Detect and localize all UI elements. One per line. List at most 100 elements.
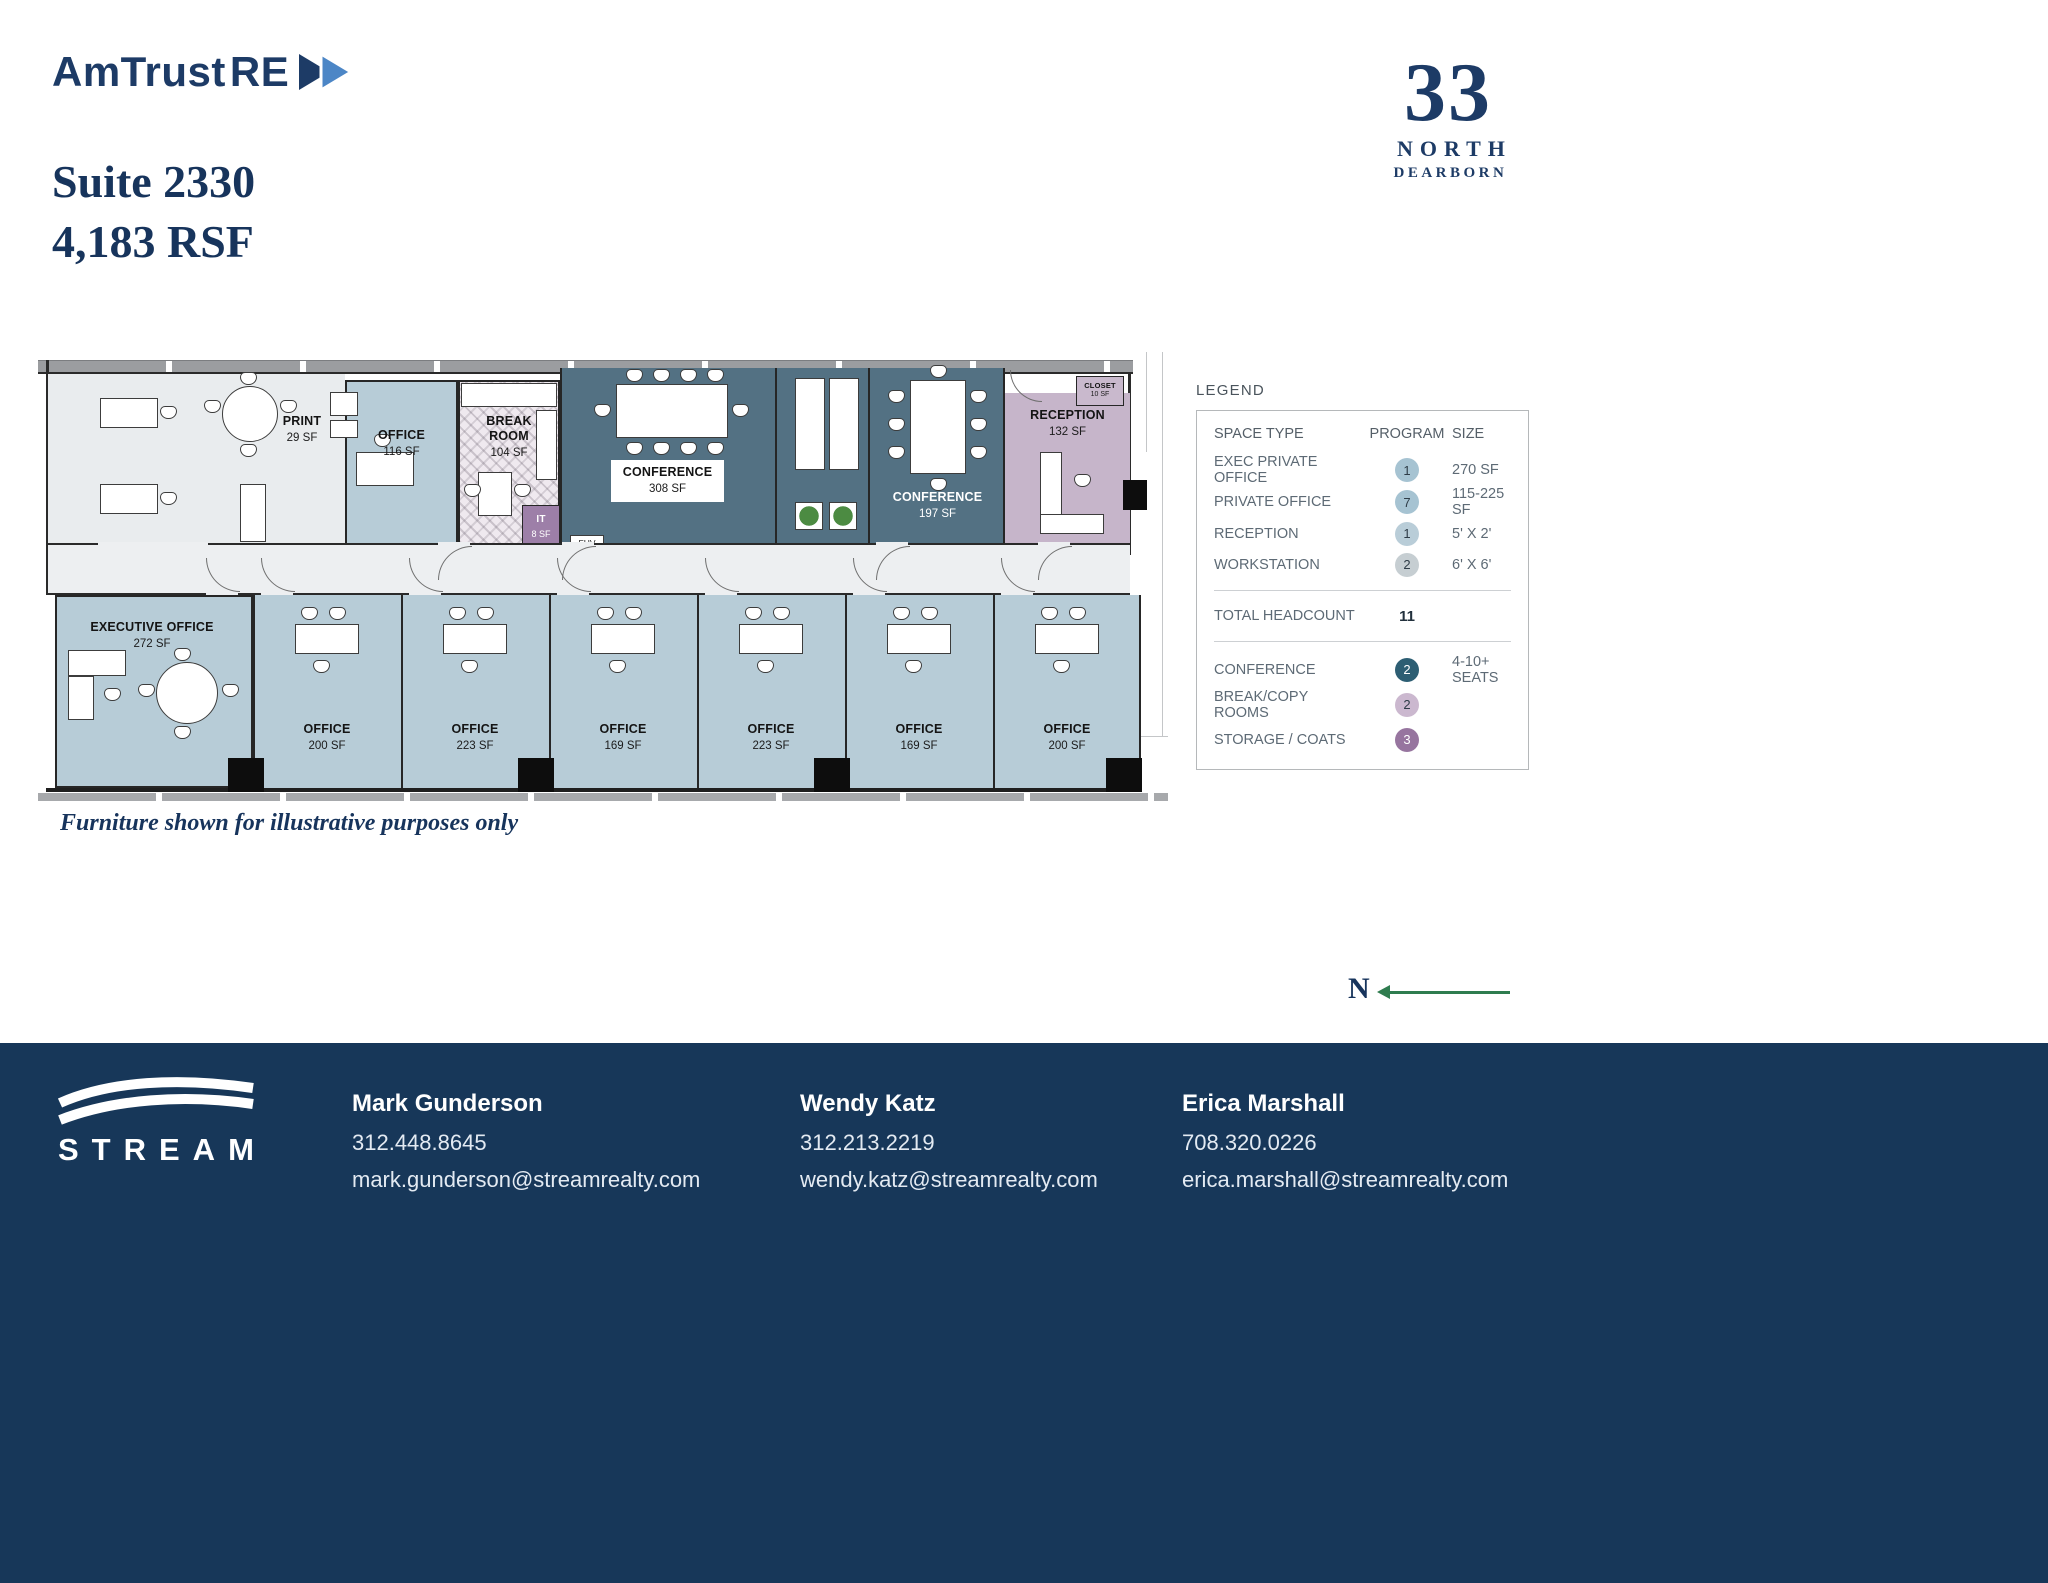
legend-size: 270 SF bbox=[1452, 462, 1499, 478]
room-size: 29 SF bbox=[286, 432, 318, 444]
room-size: 200 SF bbox=[1048, 740, 1086, 752]
room-name: IT bbox=[536, 514, 546, 525]
room-name: OFFICE bbox=[1043, 722, 1091, 736]
building-number: 33 bbox=[1404, 46, 1492, 139]
legend-space-type: RECEPTION bbox=[1214, 525, 1299, 542]
room-closet bbox=[1076, 376, 1124, 406]
north-arrow-head-icon bbox=[1377, 985, 1390, 999]
conference-table bbox=[910, 380, 966, 474]
desk bbox=[443, 624, 507, 654]
door-gap bbox=[853, 592, 885, 596]
open-work-area bbox=[48, 374, 345, 545]
chair bbox=[680, 369, 697, 382]
room-name: CONFERENCE bbox=[892, 490, 983, 504]
contact-email[interactable]: mark.gunderson@streamrealty.com bbox=[352, 1167, 701, 1192]
legend-row: BREAK/COPY ROOMS 2 bbox=[1214, 687, 1511, 722]
floor-plan: FHV bbox=[38, 352, 1168, 801]
door-gap bbox=[409, 592, 441, 596]
threshold-block bbox=[814, 758, 850, 792]
contact-card: Mark Gunderson 312.448.8645 mark.gunders… bbox=[352, 1090, 752, 1193]
total-headcount-value: 11 bbox=[1399, 607, 1415, 625]
door-gap bbox=[261, 592, 293, 596]
contact-phone: 312.448.8645 bbox=[352, 1130, 487, 1155]
room-name: OFFICE bbox=[895, 722, 943, 736]
round-table bbox=[156, 662, 218, 724]
door-gap bbox=[876, 542, 908, 546]
furniture-disclaimer: Furniture shown for illustrative purpose… bbox=[60, 810, 519, 836]
program-badge: 2 bbox=[1395, 657, 1419, 682]
storage-panel bbox=[795, 378, 825, 470]
cabinet bbox=[536, 410, 557, 480]
chair bbox=[104, 688, 121, 701]
legend-size: 6' X 6' bbox=[1452, 556, 1492, 573]
storage-panel bbox=[829, 378, 859, 470]
contact-card: Wendy Katz 312.213.2219 wendy.katz@strea… bbox=[800, 1090, 1200, 1193]
room-size: 223 SF bbox=[456, 740, 494, 752]
legend-space-type: CONFERENCE bbox=[1214, 661, 1316, 678]
north-label: N bbox=[1348, 972, 1370, 1005]
contact-phone: 312.213.2219 bbox=[800, 1130, 935, 1155]
suite-rsf: 4,183 RSF bbox=[52, 216, 254, 267]
room-size: 169 SF bbox=[900, 740, 938, 752]
chair bbox=[745, 607, 762, 620]
room-it bbox=[522, 505, 560, 549]
chair bbox=[626, 369, 643, 382]
plant bbox=[795, 502, 823, 530]
legend-row: PRIVATE OFFICE 7 115-225 SF bbox=[1214, 486, 1511, 518]
program-badge: 1 bbox=[1395, 458, 1419, 482]
stream-wave-icon bbox=[57, 1077, 254, 1125]
legend-space-type: BREAK/COPY ROOMS bbox=[1214, 688, 1309, 721]
chair bbox=[160, 492, 177, 505]
plant bbox=[829, 502, 857, 530]
stream-logo: STREAM bbox=[50, 1075, 262, 1168]
door-gap bbox=[1001, 592, 1033, 596]
chair bbox=[174, 648, 191, 661]
chair bbox=[240, 444, 257, 457]
conference-table bbox=[616, 384, 728, 438]
chair bbox=[707, 442, 724, 455]
legend-space-type: STORAGE / COATS bbox=[1214, 731, 1346, 748]
contact-email[interactable]: wendy.katz@streamrealty.com bbox=[800, 1167, 1098, 1192]
desk bbox=[68, 650, 126, 676]
legend-box: SPACE TYPE PROGRAM SIZE EXEC PRIVATE OFF… bbox=[1196, 410, 1529, 770]
desk bbox=[100, 398, 158, 428]
printer-station bbox=[330, 392, 358, 416]
chair bbox=[240, 372, 257, 385]
chair bbox=[174, 726, 191, 739]
amtrust-re-logo: AmTrustRE bbox=[52, 48, 361, 96]
chair bbox=[280, 400, 297, 413]
legend-space-type: PRIVATE OFFICE bbox=[1214, 494, 1332, 510]
threshold-block bbox=[1106, 758, 1142, 792]
legend-col-size: SIZE bbox=[1452, 426, 1485, 442]
exterior-line bbox=[1146, 352, 1147, 452]
chair bbox=[1069, 607, 1086, 620]
chair bbox=[222, 684, 239, 697]
contact-email[interactable]: erica.marshall@streamrealty.com bbox=[1182, 1167, 1509, 1192]
suite-number: Suite 2330 bbox=[52, 156, 256, 207]
program-badge: 2 bbox=[1395, 552, 1419, 577]
column-block bbox=[1123, 480, 1147, 510]
legend-size: 115-225 SF bbox=[1452, 486, 1505, 518]
room-name: OFFICE bbox=[303, 722, 351, 736]
chair bbox=[653, 369, 670, 382]
room-name: RECEPTION bbox=[1030, 408, 1105, 422]
contact-phone: 708.320.0226 bbox=[1182, 1130, 1317, 1155]
room-size: 223 SF bbox=[752, 740, 790, 752]
desk bbox=[887, 624, 951, 654]
building-logo-33-north-dearborn: 33 NORTH DEARBORN bbox=[1390, 46, 1506, 182]
chair bbox=[888, 446, 905, 459]
brand-part1: AmTrust bbox=[52, 48, 226, 95]
room-name: OFFICE bbox=[599, 722, 647, 736]
chair bbox=[921, 607, 938, 620]
room-name: CONFERENCE bbox=[622, 465, 713, 479]
opening-open-area bbox=[98, 542, 208, 546]
desk bbox=[68, 676, 94, 720]
door-gap bbox=[562, 542, 594, 546]
legend: LEGEND SPACE TYPE PROGRAM SIZE EXEC PRIV… bbox=[1196, 382, 1529, 770]
